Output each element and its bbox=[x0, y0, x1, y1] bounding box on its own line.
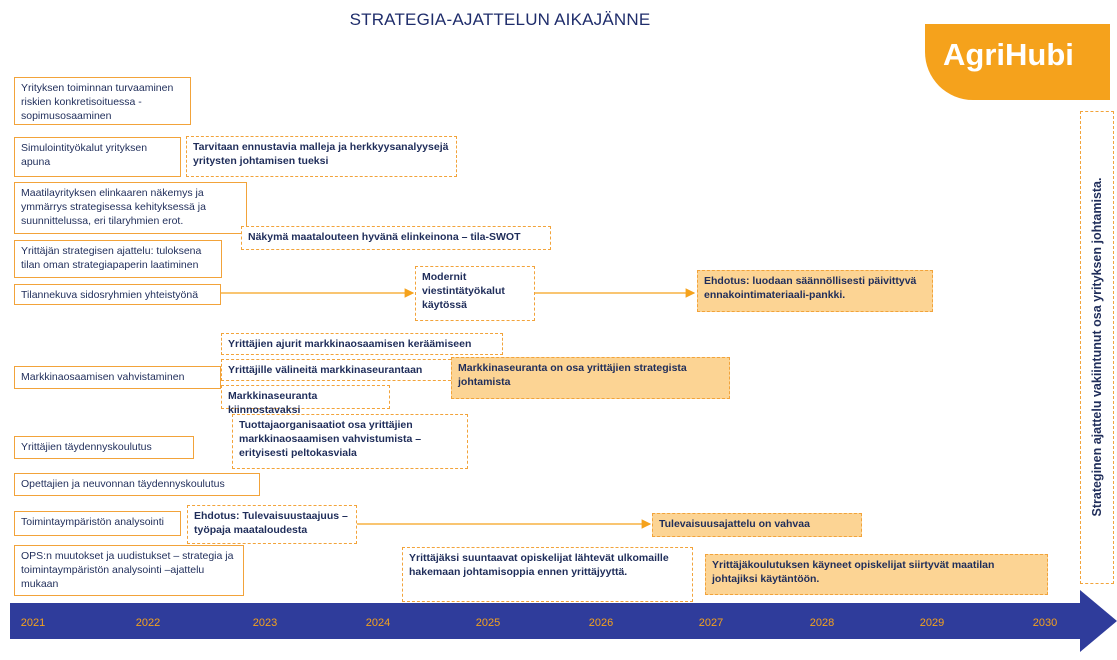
box-ehdotus-pankki: Ehdotus: luodaan säännöllisesti päivitty… bbox=[697, 270, 933, 312]
box-nakyma: Näkymä maatalouteen hyvänä elinkeinona –… bbox=[241, 226, 551, 250]
logo-text: AgriHubi bbox=[943, 37, 1074, 72]
box-kiinnostavaksi: Markkinaseuranta kiinnostavaksi bbox=[221, 385, 390, 416]
left-item-strategia: Yrittäjän strategisen ajattelu: tuloksen… bbox=[14, 240, 222, 278]
box-tuottaja: Tuottajaorganisaatiot osa yrittäjien mar… bbox=[232, 414, 468, 469]
year-label: 2030 bbox=[1032, 617, 1058, 629]
box-tyopaja: Ehdotus: Tulevaisuustaajuus –työpaja maa… bbox=[187, 505, 357, 544]
year-label: 2025 bbox=[475, 617, 501, 629]
left-item-toimintaymparisto: Toimintaympäristön analysointi bbox=[14, 511, 181, 536]
year-label: 2021 bbox=[20, 617, 46, 629]
year-label: 2024 bbox=[365, 617, 391, 629]
box-ennustavia: Tarvitaan ennustavia malleja ja herkkyys… bbox=[186, 136, 457, 177]
left-item-taydennyskoulutus: Yrittäjien täydennyskoulutus bbox=[14, 436, 194, 459]
agrihubi-logo: AgriHubi bbox=[925, 24, 1110, 100]
box-tulevaisuusajattelu: Tulevaisuusajattelu on vahvaa bbox=[652, 513, 862, 537]
box-modernit: Modernit viestintätyökalut käytössä bbox=[415, 266, 535, 321]
box-siirtyvat: Yrittäjäkoulutuksen käyneet opiskelijat … bbox=[705, 554, 1048, 595]
vertical-statement-box bbox=[1080, 111, 1114, 584]
box-markkinaseuranta-osa: Markkinaseuranta on osa yrittäjien strat… bbox=[451, 357, 730, 399]
year-label: 2023 bbox=[252, 617, 278, 629]
timeline-arrow bbox=[10, 590, 1117, 652]
left-item-opettajat: Opettajien ja neuvonnan täydennyskoulutu… bbox=[14, 473, 260, 496]
left-item-elinkaari: Maatilayrityksen elinkaaren näkemys ja y… bbox=[14, 182, 247, 234]
left-item-tilannekuva: Tilannekuva sidosryhmien yhteistyönä bbox=[14, 284, 221, 305]
box-valineita: Yrittäjille välineitä markkinaseurantaan bbox=[221, 359, 456, 381]
left-item-riskit: Yrityksen toiminnan turvaaminen riskien … bbox=[14, 77, 191, 125]
left-item-simulointi: Simulointityökalut yrityksen apuna bbox=[14, 137, 181, 177]
year-label: 2029 bbox=[919, 617, 945, 629]
vertical-statement: Strateginen ajattelu vakiintunut osa yri… bbox=[1090, 177, 1104, 517]
left-item-ops: OPS:n muutokset ja uudistukset – strateg… bbox=[14, 545, 244, 596]
year-label: 2028 bbox=[809, 617, 835, 629]
year-label: 2022 bbox=[135, 617, 161, 629]
box-ajurit: Yrittäjien ajurit markkinaosaamisen kerä… bbox=[221, 333, 503, 355]
box-ulkomaille: Yrittäjäksi suuntaavat opiskelijat lähte… bbox=[402, 547, 693, 602]
page-title: STRATEGIA-AJATTELUN AIKAJÄNNE bbox=[349, 10, 651, 29]
left-item-markkinaosaaminen: Markkinaosaamisen vahvistaminen bbox=[14, 366, 221, 389]
year-label: 2026 bbox=[588, 617, 614, 629]
year-label: 2027 bbox=[698, 617, 724, 629]
